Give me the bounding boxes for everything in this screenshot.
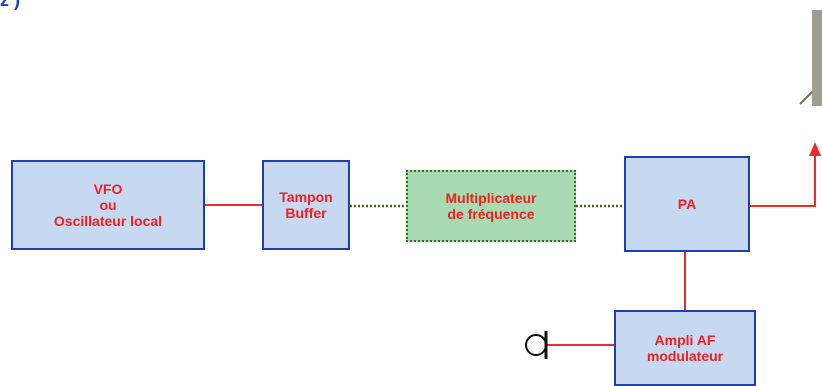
antenna-feed-arrow xyxy=(809,142,821,156)
af-amplifier-label: Ampli AF modulateur xyxy=(646,332,724,364)
buffer-block: Tampon Buffer xyxy=(262,160,350,250)
af-amplifier-block: Ampli AF modulateur xyxy=(614,310,756,386)
header-fragment: z ) xyxy=(0,0,20,10)
wire-pa-antenna xyxy=(750,150,816,207)
microphone-icon xyxy=(525,331,548,359)
frequency-multiplier-label: Multiplicateur de fréquence xyxy=(445,190,537,222)
frequency-multiplier-block: Multiplicateur de fréquence xyxy=(406,170,576,242)
antenna-mast xyxy=(812,10,822,106)
buffer-label: Tampon Buffer xyxy=(279,189,333,221)
vfo-block: VFO ou Oscillateur local xyxy=(11,160,205,250)
pa-label: PA xyxy=(677,196,697,212)
pa-block: PA xyxy=(624,156,750,252)
vfo-label: VFO ou Oscillateur local xyxy=(53,181,163,229)
antenna-brace xyxy=(799,91,813,105)
